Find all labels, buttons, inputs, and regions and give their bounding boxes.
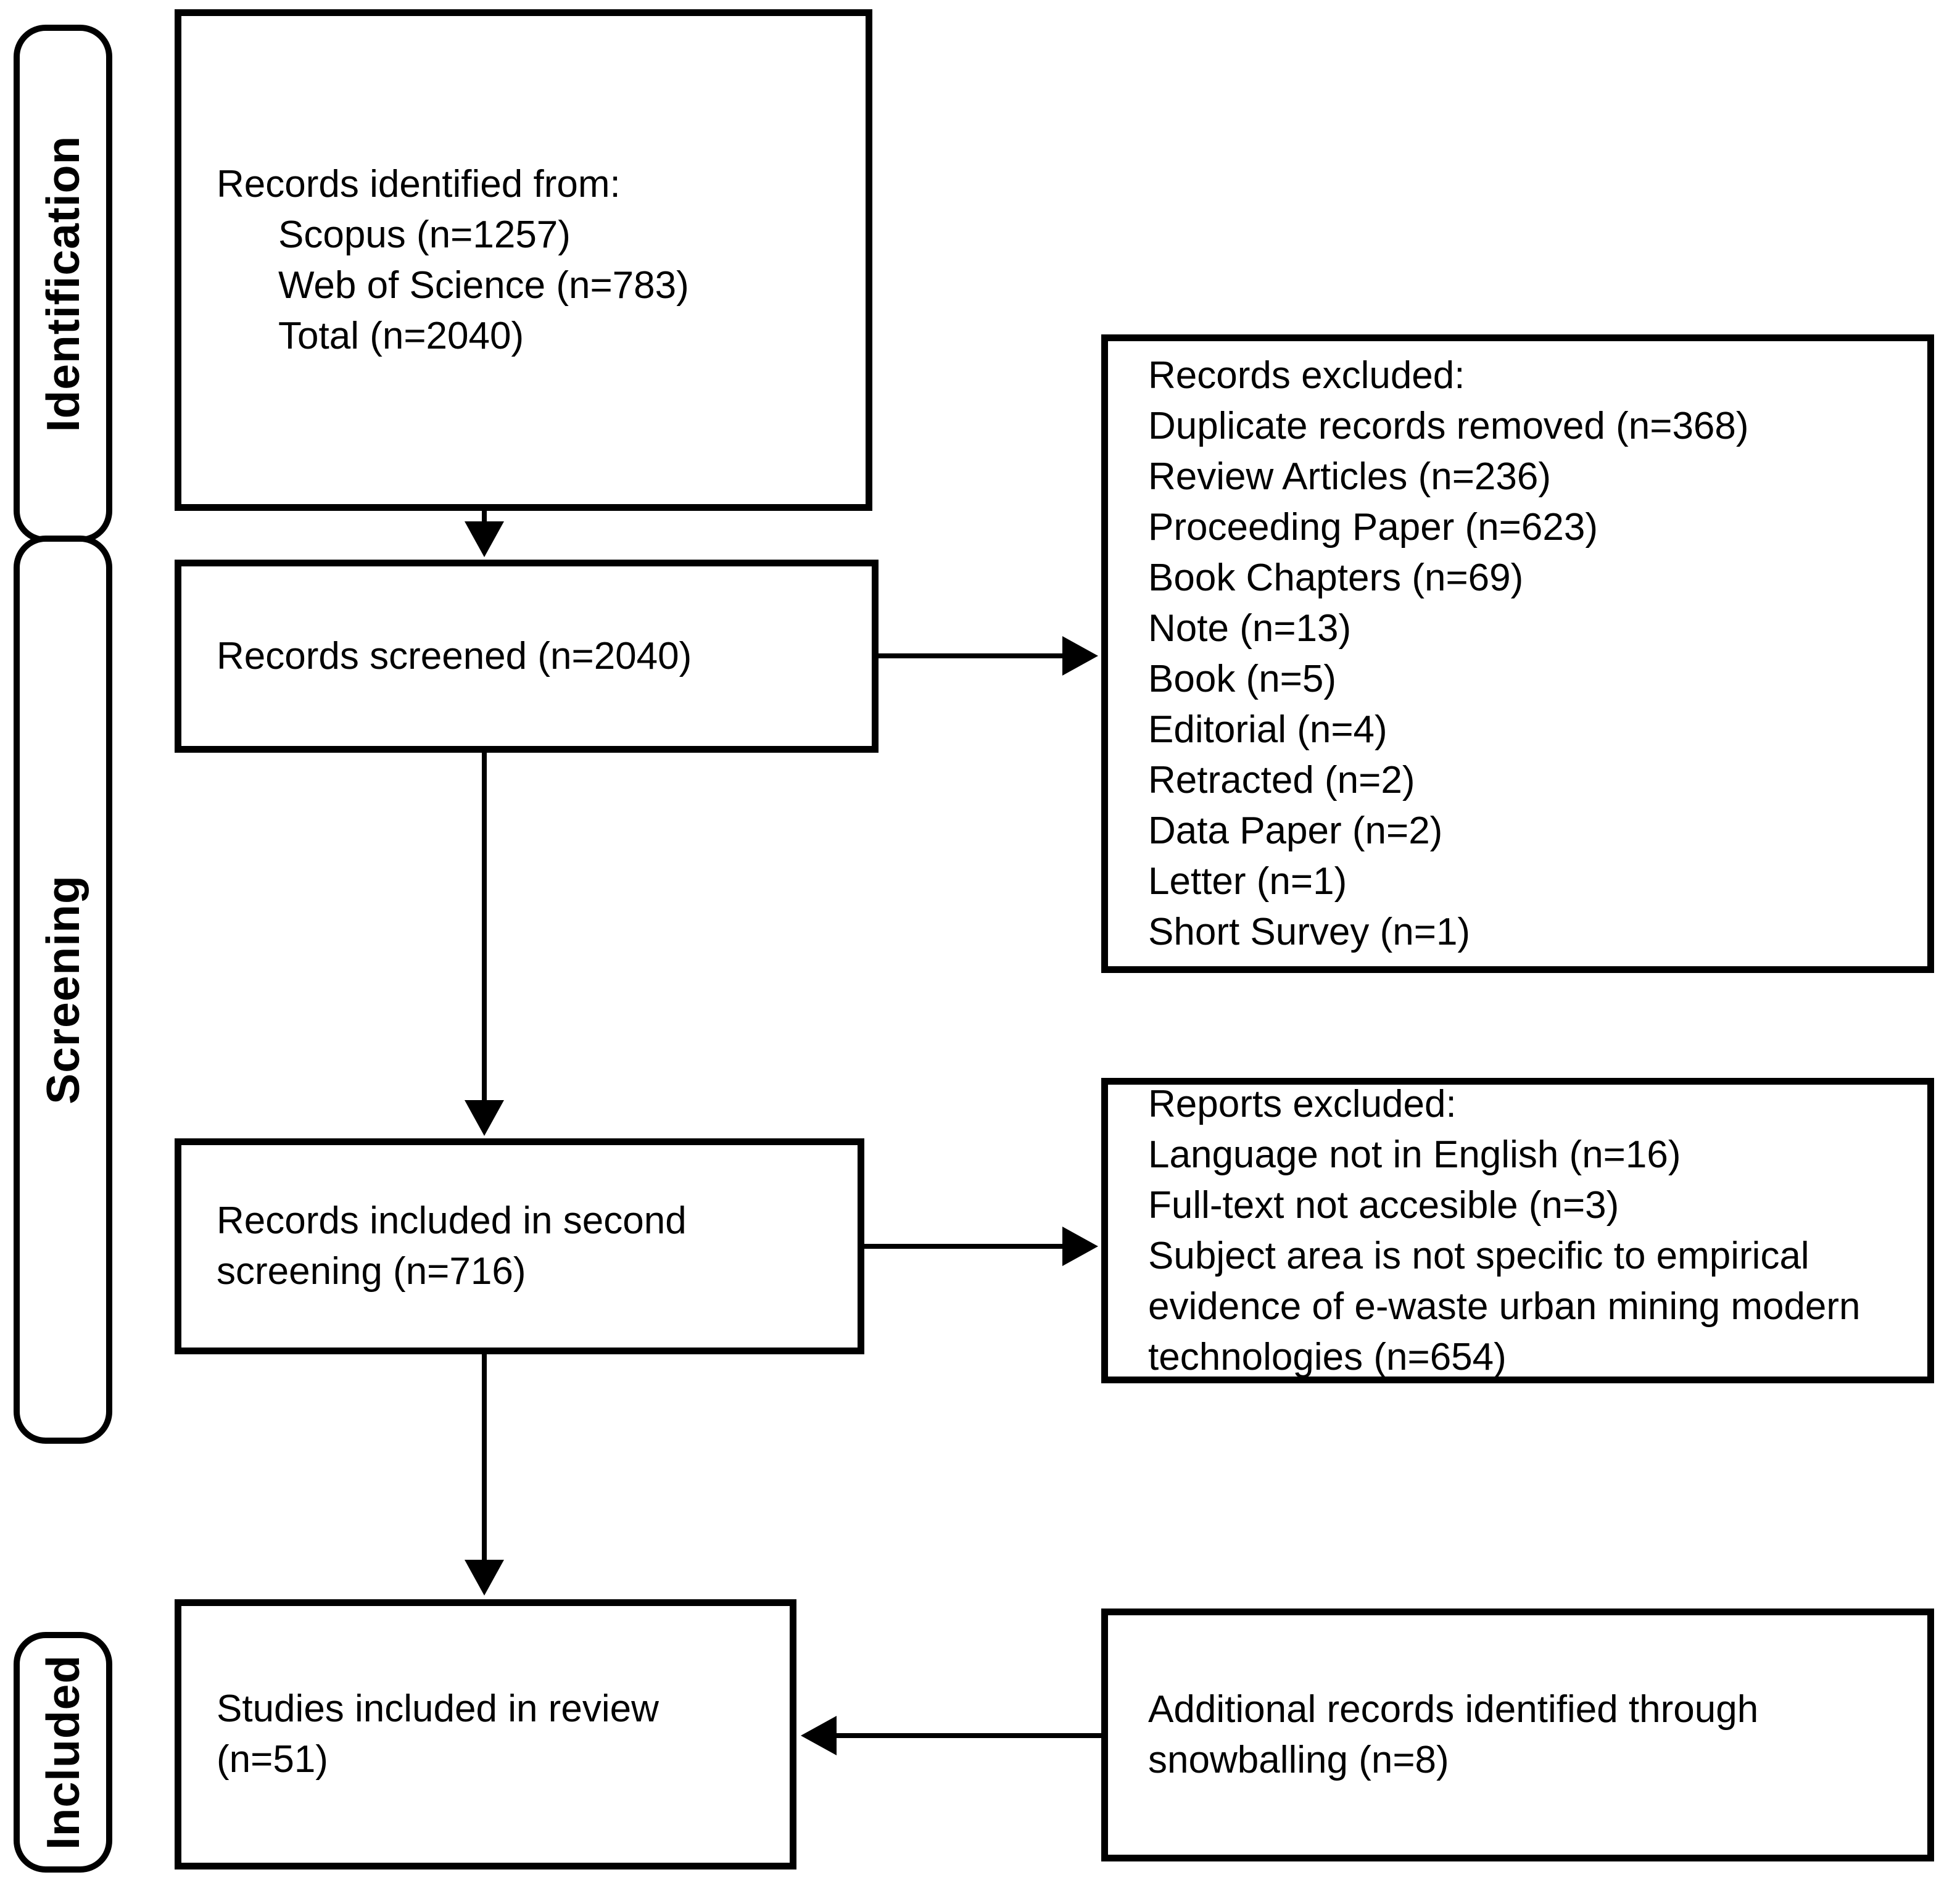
box-text: Additional records identified through sn…	[1148, 1688, 1759, 1781]
list-item: Proceeding Paper (n=623)	[1148, 505, 1598, 549]
list-item: Language not in English (n=16)	[1148, 1133, 1681, 1176]
list-item: Letter (n=1)	[1148, 859, 1347, 903]
list-item: Web of Science (n=783)	[278, 263, 689, 307]
list-item: Scopus (n=1257)	[278, 213, 571, 256]
stage-label-text: Included	[37, 1654, 89, 1850]
box-text: Records included in second screening (n=…	[217, 1199, 687, 1293]
stage-label-screening: Screening	[14, 536, 112, 1444]
list-item: Review Articles (n=236)	[1148, 455, 1551, 498]
stage-label-text: Identification	[37, 135, 89, 433]
list-item: Editorial (n=4)	[1148, 708, 1387, 751]
stage-label-included: Included	[14, 1632, 112, 1873]
box-text: Records screened (n=2040)	[217, 634, 692, 677]
arrow-second-screening-to-reports-excluded-shaft	[864, 1244, 1065, 1249]
list-item: Short Survey (n=1)	[1148, 910, 1471, 953]
list-item: Full-text not accesible (n=3)	[1148, 1183, 1619, 1227]
box-item-list: Language not in English (n=16) Full-text …	[1148, 1130, 1909, 1383]
box-item-list: Scopus (n=1257) Web of Science (n=783) Tot…	[217, 210, 853, 362]
box-additional-records-snowballing: Additional records identified through sn…	[1101, 1609, 1934, 1861]
arrow-down-icon	[465, 1560, 504, 1596]
stage-label-text: Screening	[37, 875, 89, 1104]
box-records-screened: Records screened (n=2040)	[175, 560, 879, 753]
list-item: Retracted (n=2)	[1148, 758, 1415, 801]
arrow-additional-records-to-studies-included-shaft	[837, 1733, 1101, 1738]
box-item-list: Duplicate records removed (n=368) Review …	[1148, 401, 1909, 958]
box-reports-excluded: Reports excluded: Language not in Englis…	[1101, 1078, 1934, 1383]
arrow-down-icon	[465, 521, 504, 557]
list-item: Book (n=5)	[1148, 657, 1337, 700]
arrow-right-icon	[1062, 1227, 1098, 1266]
list-item: Book Chapters (n=69)	[1148, 556, 1524, 599]
arrow-screened-to-second-screening-shaft	[482, 753, 487, 1103]
stage-label-identification: Identification	[14, 25, 112, 543]
arrow-second-screening-to-included-shaft	[482, 1354, 487, 1562]
arrow-identified-to-screened-shaft	[482, 510, 487, 524]
arrow-left-icon	[801, 1716, 837, 1755]
arrow-down-icon	[465, 1100, 504, 1136]
box-records-excluded: Records excluded: Duplicate records remo…	[1101, 334, 1934, 973]
box-records-identified: Records identified from: Scopus (n=1257)…	[175, 9, 872, 511]
box-studies-included-in-review: Studies included in review (n=51)	[175, 1599, 796, 1869]
box-title: Records excluded:	[1148, 354, 1465, 397]
list-item: Total (n=2040)	[278, 314, 524, 357]
box-title: Records identified from:	[217, 162, 621, 205]
arrow-right-icon	[1062, 636, 1098, 676]
box-title: Reports excluded:	[1148, 1082, 1457, 1125]
list-item: Duplicate records removed (n=368)	[1148, 404, 1749, 447]
list-item: Note (n=13)	[1148, 607, 1352, 650]
box-text: Studies included in review (n=51)	[217, 1687, 659, 1781]
box-records-included-second-screening: Records included in second screening (n=…	[175, 1138, 864, 1354]
list-item: Subject area is not specific to empirica…	[1148, 1234, 1861, 1378]
list-item: Data Paper (n=2)	[1148, 809, 1443, 852]
arrow-screened-to-records-excluded-shaft	[879, 653, 1065, 658]
